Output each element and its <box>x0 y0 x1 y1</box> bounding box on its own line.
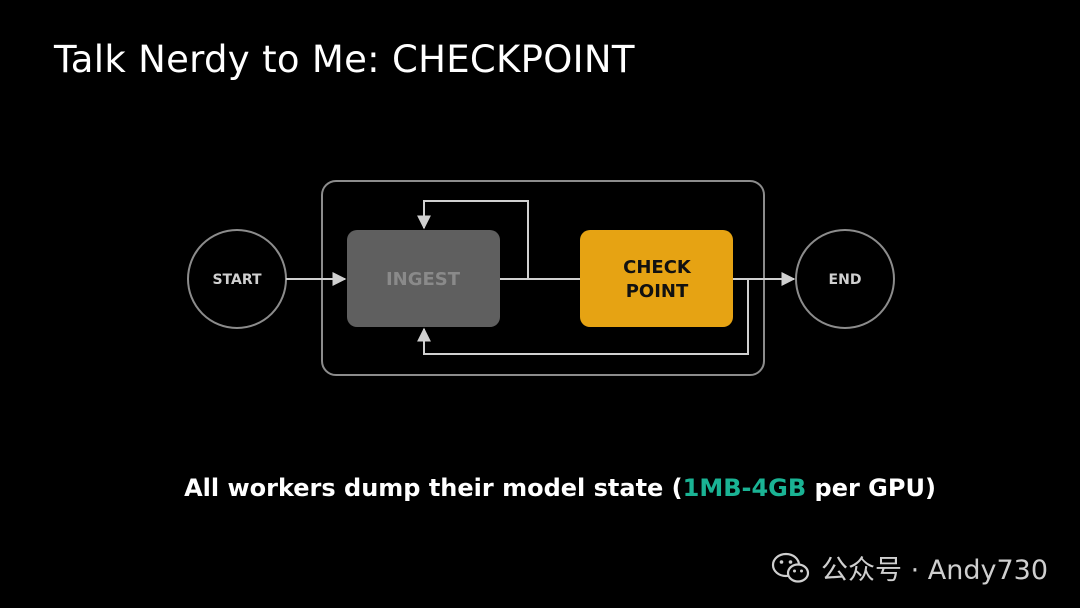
wechat-icon <box>771 552 810 583</box>
start-label: START <box>212 272 262 288</box>
caption-text-before: All workers dump their model state ( <box>184 474 683 502</box>
ingest-label: INGEST <box>386 269 461 290</box>
slide-title: Talk Nerdy to Me: CHECKPOINT <box>54 38 635 81</box>
arrow-ingest-self-loop <box>417 200 529 279</box>
end-label: END <box>829 272 862 288</box>
end-node: END <box>795 229 895 329</box>
checkpoint-label-line1: CHECK <box>623 257 692 278</box>
watermark: 公众号 · Andy730 <box>771 548 1048 587</box>
start-node: START <box>187 229 287 329</box>
caption-text-after: per GPU) <box>806 474 936 502</box>
ingest-node: INGEST <box>347 230 500 327</box>
caption-highlight: 1MB-4GB <box>682 474 807 502</box>
arrow-checkpoint-back-to-ingest <box>417 279 749 355</box>
slide-caption: All workers dump their model state (1MB-… <box>0 474 1080 502</box>
checkpoint-label-line2: POINT <box>626 281 689 302</box>
watermark-text: 公众号 · Andy730 <box>821 555 1048 586</box>
checkpoint-node: CHECK POINT <box>580 230 733 327</box>
